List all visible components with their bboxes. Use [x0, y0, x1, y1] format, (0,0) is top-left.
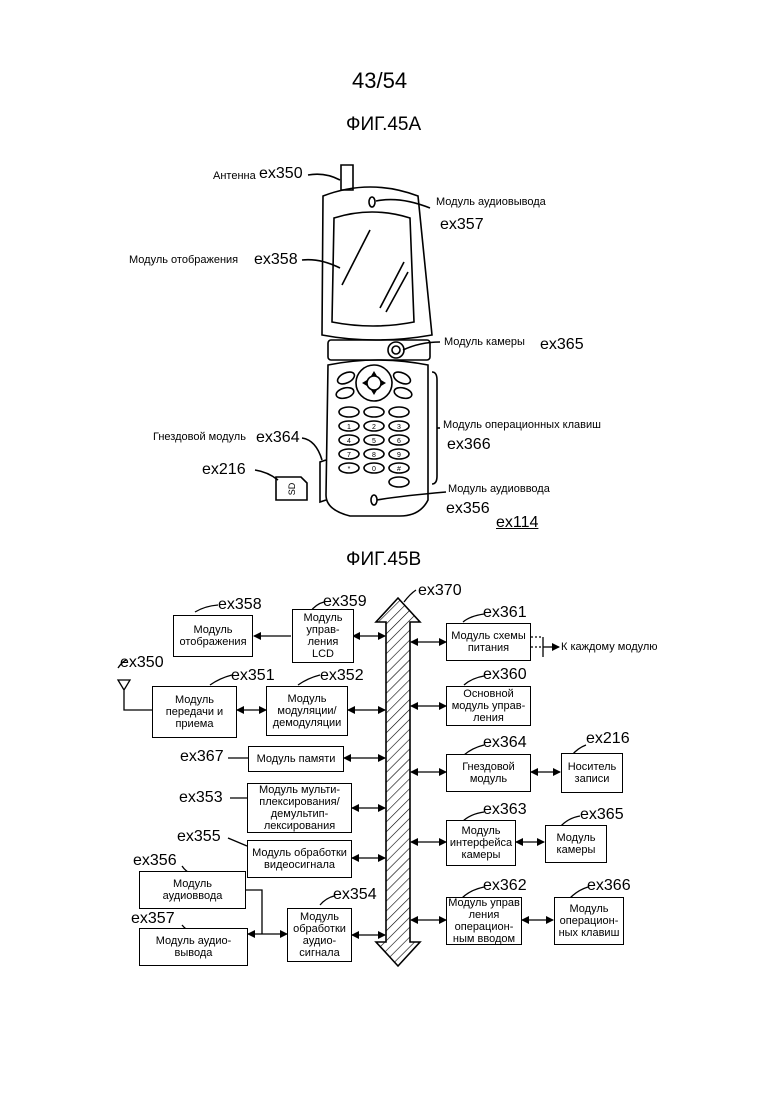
ref-memory-block: ex367	[180, 749, 224, 765]
block-audio-out: Модуль аудио- вывода	[139, 928, 248, 966]
ref-input-ctrl-block: ex362	[483, 878, 527, 894]
ref-video-block: ex355	[177, 829, 221, 845]
ref-main-ctrl-block: ex360	[483, 667, 527, 683]
block-slot: Гнездовой модуль	[446, 754, 531, 792]
ref-antenna-block: ex350	[120, 655, 164, 671]
ref-bus: ex370	[418, 583, 462, 599]
label-to-each: К каждому модулю	[561, 642, 658, 653]
block-camera: Модуль камеры	[545, 825, 607, 863]
ref-txrx-block: ex351	[231, 668, 275, 684]
block-audio-in: Модуль аудиоввода	[139, 871, 246, 909]
ref-display-block: ex358	[218, 597, 262, 613]
ref-modem-block: ex352	[320, 668, 364, 684]
block-video: Модуль обработки видеосигнала	[247, 840, 352, 878]
bus-arrow	[376, 598, 420, 966]
ref-keys-block: ex366	[587, 878, 631, 894]
block-modem: Модуль модуляции/ демодуляции	[266, 686, 348, 736]
ref-audio-proc-block: ex354	[333, 887, 377, 903]
block-power: Модуль схемы питания	[446, 623, 531, 661]
block-input-ctrl: Модуль управ ления операцион- ным вводом	[446, 897, 522, 945]
block-lcd: Модуль управ- ления LCD	[292, 609, 354, 663]
block-audio-proc: Модуль обработки аудио- сигнала	[287, 908, 352, 962]
block-cam-if: Модуль интерфейса камеры	[446, 820, 516, 866]
ref-cam-if-block: ex363	[483, 802, 527, 818]
ref-mux-block: ex353	[179, 790, 223, 806]
block-txrx: Модуль передачи и приема	[152, 686, 237, 738]
ref-lcd-block: ex359	[323, 594, 367, 610]
ref-slot-block: ex364	[483, 735, 527, 751]
ref-power-block: ex361	[483, 605, 527, 621]
block-mux: Модуль мульти- плексирования/ демультип-…	[247, 783, 352, 833]
block-media: Носитель записи	[561, 753, 623, 793]
ref-audio-out-block: ex357	[131, 911, 175, 927]
block-memory: Модуль памяти	[248, 746, 344, 772]
block-main-ctrl: Основной модуль управ- ления	[446, 686, 531, 726]
ref-media-block: ex216	[586, 731, 630, 747]
ref-audio-in-block: ex356	[133, 853, 177, 869]
ref-camera-block: ex365	[580, 807, 624, 823]
block-display: Модуль отображения	[173, 615, 253, 657]
block-keys: Модуль операцион- ных клавиш	[554, 897, 624, 945]
